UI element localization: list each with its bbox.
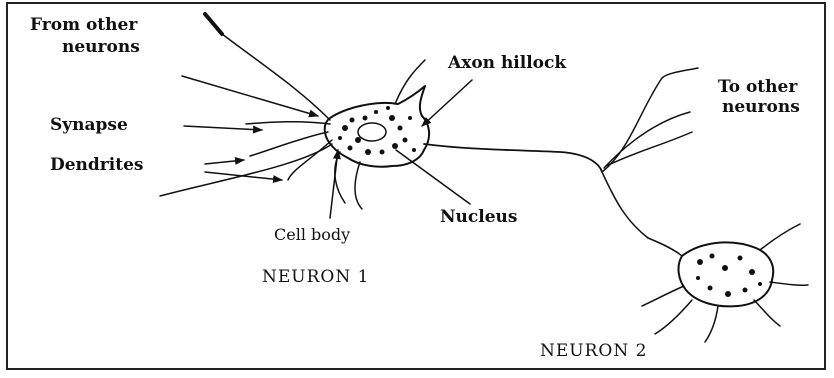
nucleus-outline — [358, 123, 386, 141]
dendrites-neuron1 — [160, 34, 425, 209]
label-from-other-2: neurons — [62, 37, 140, 57]
from-other-arrow — [182, 76, 318, 116]
dendrites-arrow-2 — [205, 172, 282, 180]
neuron2-granules — [696, 254, 762, 298]
label-axon-hillock: Axon hillock — [447, 53, 567, 73]
axon-terminals — [602, 68, 698, 238]
label-synapse: Synapse — [50, 115, 128, 135]
label-cell-body: Cell body — [274, 225, 350, 244]
label-to-other-2: neurons — [722, 97, 800, 117]
axon — [424, 144, 602, 172]
label-nucleus: Nucleus — [440, 207, 517, 227]
neuron-2 — [642, 224, 808, 342]
cell-body-outline — [325, 86, 429, 167]
label-neuron-2: NEURON 2 — [540, 341, 647, 361]
synapse-arrow — [184, 126, 262, 130]
label-to-other-1: To other — [718, 77, 798, 97]
label-neuron-1: NEURON 1 — [262, 267, 369, 287]
label-from-other-1: From other — [30, 15, 138, 35]
dendrite-stub — [205, 14, 222, 34]
axon-hillock-arrow — [422, 80, 472, 126]
neuron2-body-outline — [679, 242, 774, 306]
nucleus-pointer — [396, 150, 470, 204]
nissl-granules — [338, 106, 416, 155]
neuron-1 — [160, 14, 698, 238]
label-dendrites: Dendrites — [50, 155, 143, 175]
dendrites-arrow-1 — [205, 160, 244, 164]
